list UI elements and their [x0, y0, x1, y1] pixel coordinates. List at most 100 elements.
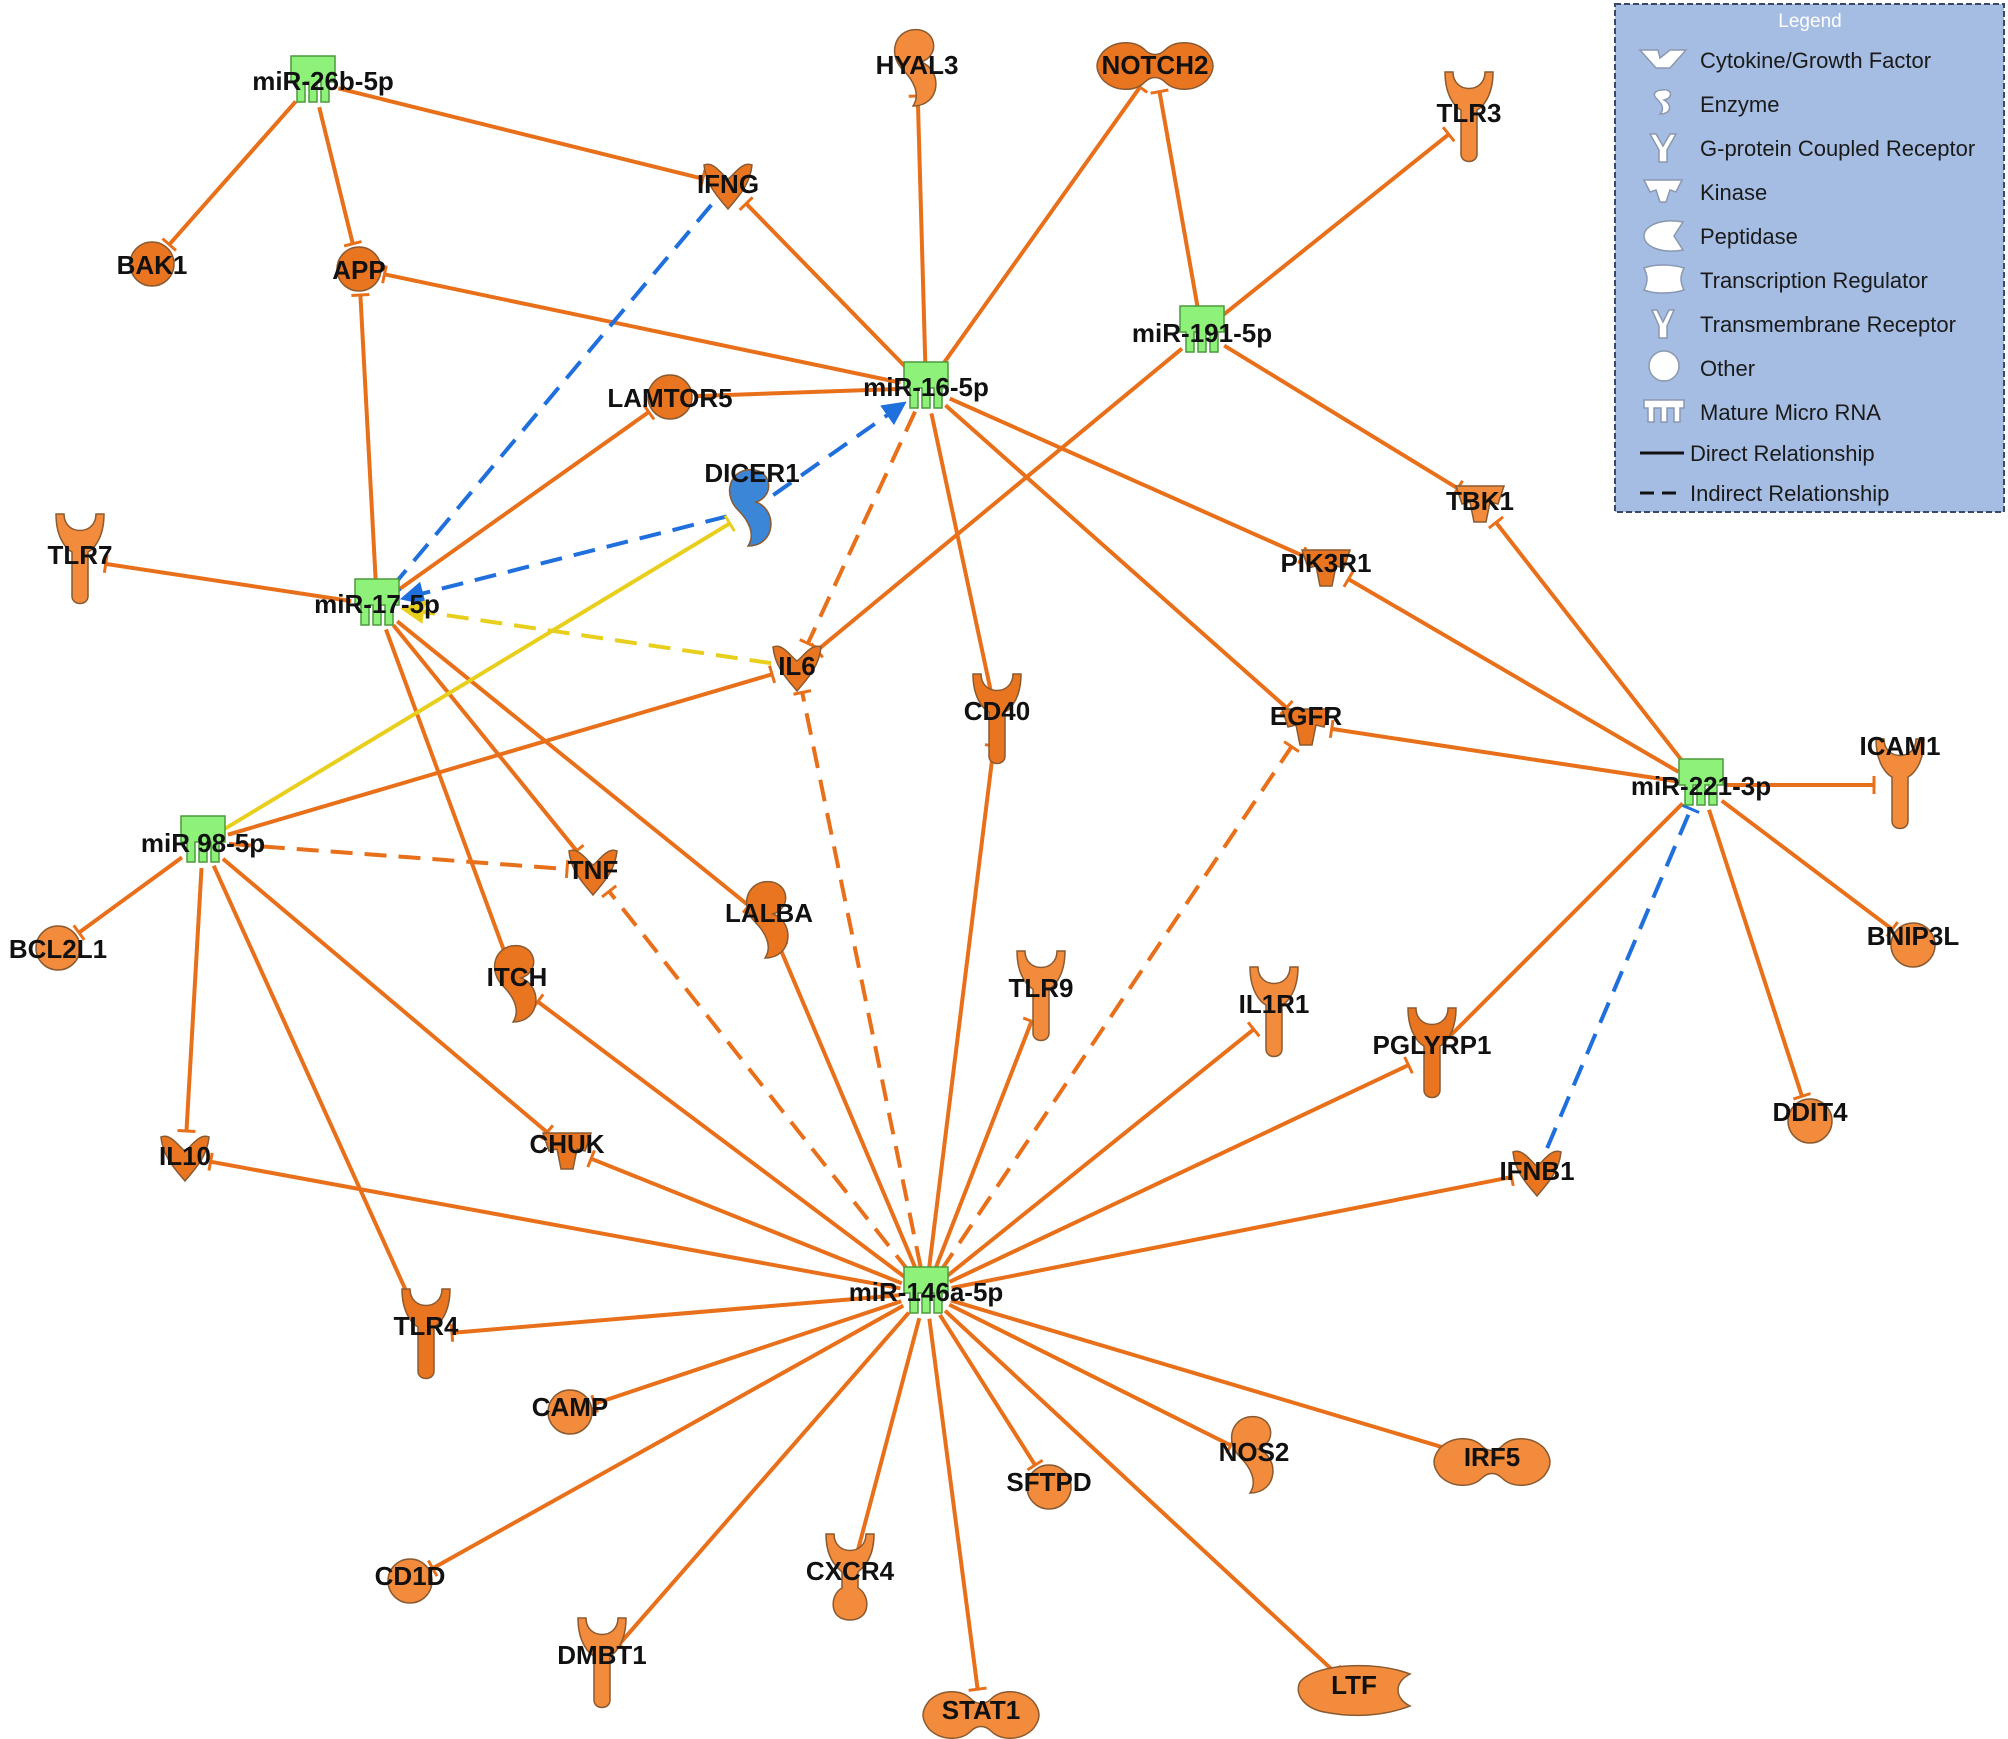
node-mir26b[interactable]: miR-26b-5p — [252, 55, 394, 103]
node-lalba[interactable]: LALBA — [725, 881, 813, 959]
edge-mir16-il6 — [799, 410, 917, 649]
node-il1r1[interactable]: IL1R1 — [1239, 966, 1310, 1058]
node-cxcr4[interactable]: CXCR4 — [806, 1533, 895, 1621]
edge-line — [943, 1309, 1337, 1674]
node-tlr3[interactable]: TLR3 — [1437, 71, 1502, 163]
edge-mir26b-app — [317, 106, 362, 248]
transmembrane-receptor-icon — [55, 513, 105, 605]
edge-line — [451, 1293, 901, 1335]
node-bnip3l[interactable]: BNIP3L — [1867, 921, 1960, 968]
node-ltf[interactable]: LTF — [1297, 1664, 1412, 1717]
node-mir191[interactable]: miR-191-5p — [1132, 305, 1272, 353]
edge-line — [536, 1000, 907, 1279]
node-ddit4[interactable]: DDIT4 — [1772, 1097, 1848, 1144]
node-dmbt1[interactable]: DMBT1 — [557, 1617, 647, 1709]
node-cd1d[interactable]: CD1D — [375, 1558, 446, 1604]
edge-line — [397, 410, 650, 592]
edge-mir16-cd40 — [929, 413, 1001, 698]
edge-mir98-il6 — [227, 665, 777, 837]
node-label: BAK1 — [117, 250, 188, 280]
cytokine-icon — [703, 163, 753, 211]
node-pglyrp1[interactable]: PGLYRP1 — [1373, 1007, 1492, 1099]
edge-line — [938, 1313, 1037, 1467]
edge-mir221-egfr — [1328, 719, 1676, 784]
transcription-regulator-icon — [1096, 42, 1214, 90]
node-tlr4[interactable]: TLR4 — [394, 1288, 460, 1380]
node-itch[interactable]: ITCH — [487, 945, 548, 1023]
edge-line — [933, 1020, 1034, 1270]
node-lamtor5[interactable]: LAMTOR5 — [607, 374, 733, 420]
node-mir17[interactable]: miR-17-5p — [314, 578, 440, 626]
edge-mir17-app — [351, 292, 378, 580]
node-label: miR-191-5p — [1132, 318, 1272, 348]
node-camp[interactable]: CAMP — [532, 1389, 609, 1435]
inhibition-bar — [1342, 570, 1355, 588]
node-tlr7[interactable]: TLR7 — [48, 513, 113, 605]
edge-mir98-bcl2l1 — [72, 855, 184, 941]
node-label: CD1D — [375, 1561, 446, 1591]
inhibition-bar — [590, 1394, 599, 1413]
node-label: miR-26b-5p — [252, 66, 394, 96]
nodes-layer: miR-26b-5p miR-16-5p miR-191-5p miR-17-5p mi… — [9, 29, 1960, 1739]
edge-line — [951, 1175, 1512, 1290]
node-egfr[interactable]: EGFR — [1270, 701, 1342, 746]
edge-mir146a-egfr — [938, 740, 1300, 1273]
node-il6[interactable]: IL6 — [772, 645, 822, 693]
node-tnf[interactable]: TNF — [568, 849, 619, 897]
node-cd40[interactable]: CD40 — [964, 673, 1030, 765]
node-hyal3[interactable]: HYAL3 — [876, 29, 959, 107]
inhibition-bar — [177, 1129, 196, 1134]
node-bak1[interactable]: BAK1 — [117, 241, 188, 287]
edge-line — [1720, 799, 1894, 931]
edge-line — [227, 672, 773, 837]
mirna-icon — [354, 578, 400, 626]
cytokine-icon — [1512, 1150, 1562, 1198]
edge-line — [221, 857, 549, 1134]
edge-line — [948, 1302, 1232, 1448]
node-il10[interactable]: IL10 — [159, 1135, 211, 1183]
transmembrane-receptor-icon — [577, 1617, 627, 1709]
edge-line — [1494, 521, 1687, 766]
node-irf5[interactable]: IRF5 — [1433, 1438, 1551, 1486]
node-mir16[interactable]: miR-16-5p — [863, 361, 989, 409]
node-stat1[interactable]: STAT1 — [922, 1691, 1040, 1739]
node-sftpd[interactable]: SFTPD — [1006, 1464, 1092, 1510]
peptidase-icon — [1643, 220, 1685, 252]
edge-il6-mir17 — [400, 600, 772, 666]
edge-line — [915, 95, 928, 363]
node-tlr9[interactable]: TLR9 — [1009, 950, 1074, 1042]
edge-line — [1223, 343, 1459, 491]
edge-mir221-pglyrp1 — [1442, 801, 1685, 1044]
node-dicer1[interactable]: DICER1 — [704, 458, 800, 547]
mirna-icon — [1678, 758, 1724, 806]
edge-mir16-ifng — [738, 196, 910, 371]
node-mir221[interactable]: miR-221-3p — [1631, 758, 1771, 806]
kinase-icon — [1642, 179, 1684, 203]
gpcr-icon — [1648, 133, 1678, 163]
inhibition-bar — [601, 884, 618, 899]
node-mir98[interactable]: miR 98-5p — [141, 815, 265, 863]
inhibition-bar — [642, 403, 656, 421]
inhibition-bar — [1681, 804, 1700, 814]
node-chuk[interactable]: CHUK — [529, 1129, 605, 1170]
edge-mir98-dicer1 — [224, 514, 736, 831]
node-notch2[interactable]: NOTCH2 — [1096, 42, 1214, 90]
transmembrane-receptor-icon — [1650, 309, 1676, 339]
node-icam1[interactable]: ICAM1 — [1860, 731, 1941, 830]
node-mir146a[interactable]: miR-146a-5p — [849, 1266, 1004, 1314]
edge-line — [607, 890, 912, 1274]
node-pik3r1[interactable]: PIK3R1 — [1280, 548, 1372, 587]
inhibition-bar — [1150, 88, 1169, 95]
node-ifnb1[interactable]: IFNB1 — [1499, 1150, 1575, 1198]
kinase-icon — [1280, 708, 1332, 746]
node-label: BCL2L1 — [9, 934, 107, 964]
edge-mir16-app — [381, 265, 901, 385]
inhibition-bar — [564, 859, 570, 879]
node-label: SFTPD — [1006, 1467, 1091, 1497]
node-app[interactable]: APP — [332, 246, 386, 292]
node-tbk1[interactable]: TBK1 — [1446, 485, 1514, 523]
edge-line — [1707, 809, 1804, 1097]
node-nos2[interactable]: NOS2 — [1219, 1416, 1290, 1494]
node-ifng[interactable]: IFNG — [697, 163, 759, 211]
node-bcl2l1[interactable]: BCL2L1 — [9, 925, 107, 971]
